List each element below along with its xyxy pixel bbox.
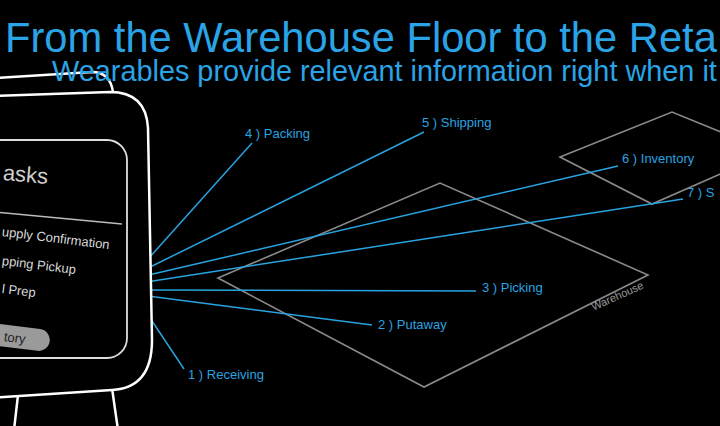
- step-label: 3 ) Picking: [482, 281, 543, 294]
- step-label: 5 ) Shipping: [422, 116, 491, 129]
- smartwatch: [0, 72, 152, 426]
- title: From the Warehouse Floor to the Reta: [5, 17, 717, 59]
- step-label: 7 ) S: [687, 186, 714, 199]
- screen-button: [0, 322, 51, 352]
- leader-lines: [138, 132, 683, 369]
- task-item: l Prep: [1, 282, 36, 299]
- leader-line: [140, 199, 683, 283]
- screen-divider: [0, 212, 122, 224]
- watch-screen: [0, 140, 127, 358]
- warehouse-outlines: [218, 112, 720, 387]
- step-label: 1 ) Receiving: [188, 368, 264, 381]
- area-label: Warehouse: [590, 280, 645, 313]
- leader-line: [140, 290, 476, 291]
- subtitle: Wearables provide relevant information r…: [52, 57, 717, 86]
- step-label: 6 ) Inventory: [622, 152, 694, 165]
- step-label: 4 ) Packing: [245, 127, 310, 140]
- step-label: 2 ) Putaway: [378, 318, 447, 331]
- leader-line: [140, 132, 424, 272]
- leader-line: [140, 166, 618, 277]
- leader-line: [140, 295, 372, 325]
- warehouse-floor: [218, 183, 648, 387]
- leader-line: [140, 143, 252, 268]
- screen-heading: asks: [2, 162, 49, 188]
- button-label: tory: [3, 330, 26, 346]
- retail-floor: [560, 112, 720, 204]
